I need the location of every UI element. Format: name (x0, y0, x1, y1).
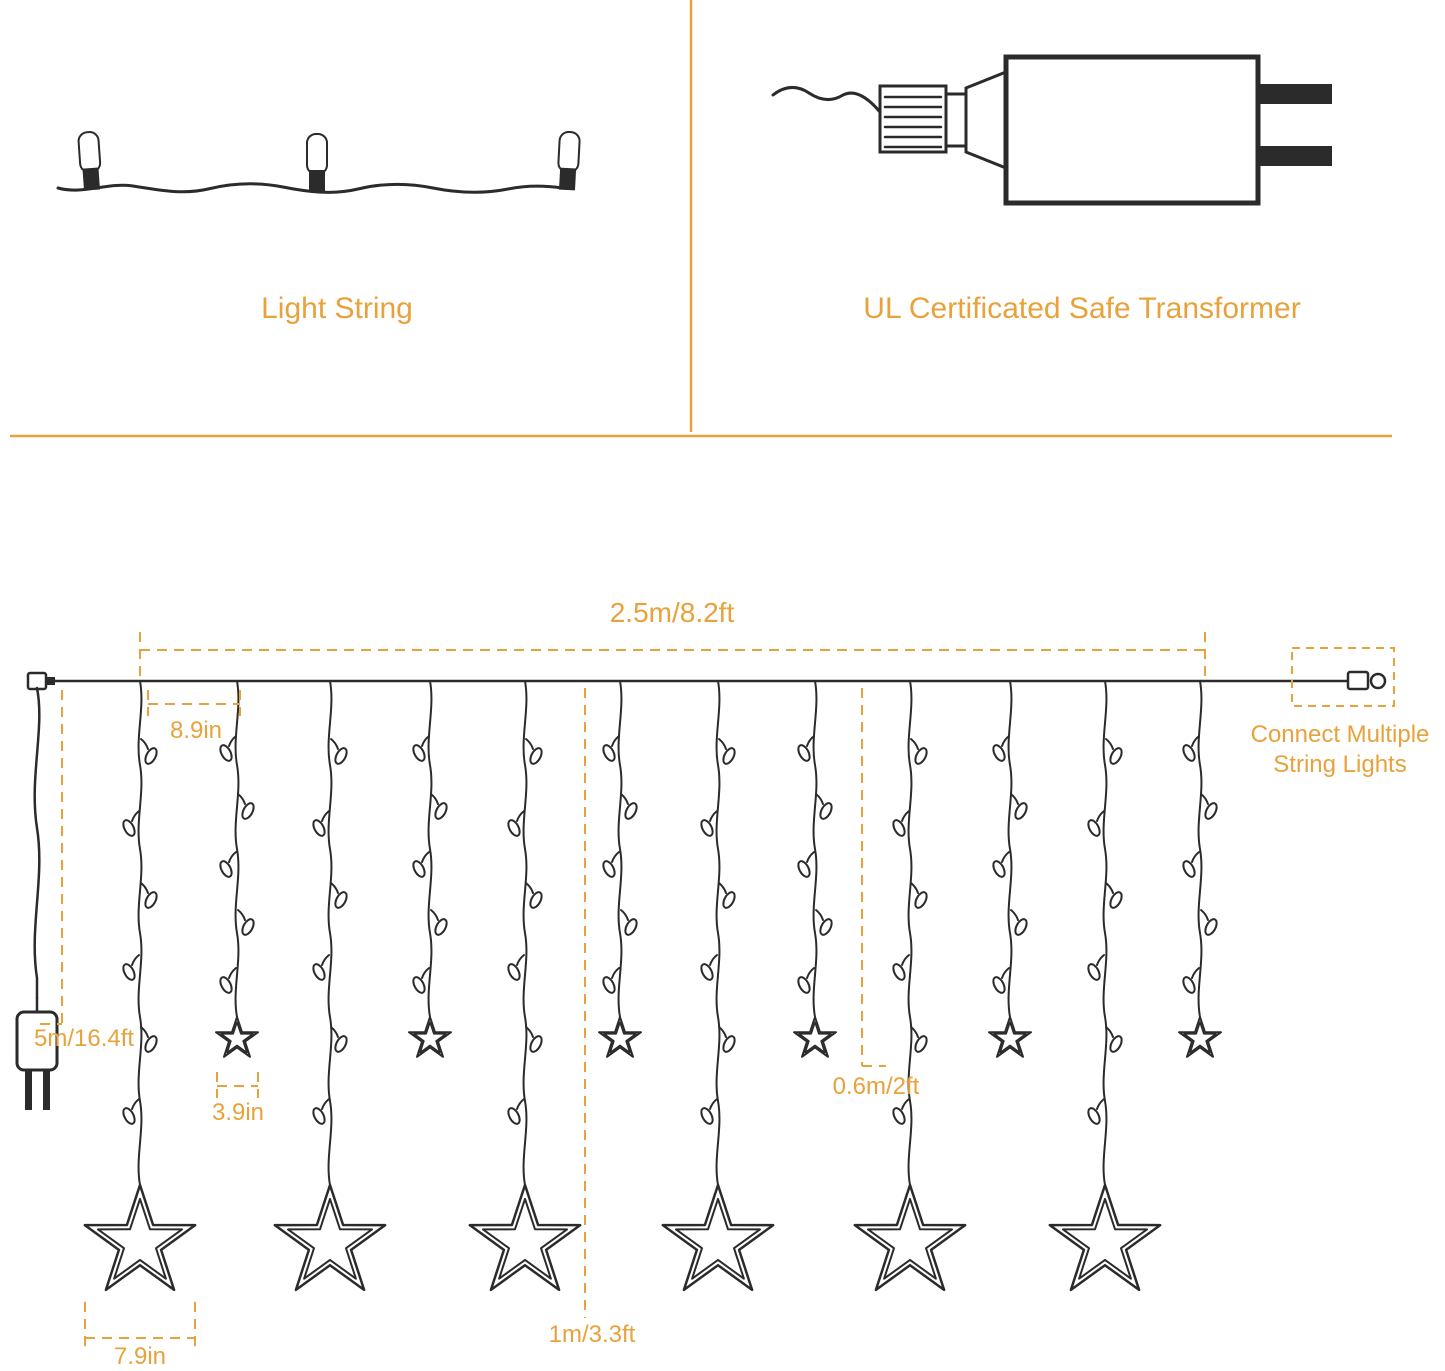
short-drop (1179, 681, 1221, 1057)
small-star-width-dim (216, 1072, 259, 1098)
lead-length-dim (40, 690, 63, 1025)
light-string-caption: Light String (261, 292, 413, 325)
long-drop (275, 681, 385, 1290)
connect-note-line1: Connect Multiple (1251, 721, 1430, 748)
left-connector (26, 671, 55, 691)
small-star-width-label: 3.9in (212, 1099, 264, 1126)
big-star-width-label: 7.9in (114, 1343, 166, 1370)
long-drop (855, 681, 965, 1290)
short-drop (599, 681, 641, 1057)
connect-note-line2: String Lights (1273, 751, 1406, 778)
light-string-sketch (56, 130, 582, 194)
lead-wire-and-plug (15, 686, 59, 1110)
string-bulb (76, 130, 103, 192)
short-drop-length-label: 0.6m/2ft (833, 1073, 920, 1100)
short-drop-dim (861, 688, 886, 1067)
long-drop (1050, 681, 1160, 1290)
power-plug (15, 996, 59, 1110)
total-width-dim-ticks (139, 632, 1206, 678)
transformer-sketch (771, 54, 1332, 206)
transformer-caption: UL Certificated Safe Transformer (863, 292, 1300, 325)
neck (964, 69, 1008, 171)
short-drop (794, 681, 836, 1057)
long-drop-length-label: 1m/3.3ft (549, 1321, 636, 1348)
drop-spacing-label: 8.9in (170, 717, 222, 744)
right-connector (1346, 670, 1387, 691)
transformer-body (1003, 54, 1261, 206)
short-drop (409, 681, 451, 1057)
spacing-dim (147, 690, 241, 716)
coupling (944, 92, 968, 148)
transformer-wire (771, 86, 882, 114)
strain-relief-ribs (883, 95, 943, 149)
short-drop (216, 681, 258, 1057)
big-star-width-dim (84, 1302, 196, 1348)
plug-prong-bottom (1258, 146, 1332, 166)
total-width-label: 2.5m/8.2ft (610, 597, 735, 628)
short-drop (989, 681, 1031, 1057)
connect-highlight-box (1291, 647, 1395, 707)
lead-wire-label: 5m/16.4ft (34, 1025, 134, 1052)
light-drops (85, 681, 1221, 1290)
dimension-lines (40, 632, 1206, 1348)
long-drop (470, 681, 580, 1290)
plug-prong-top (1258, 84, 1332, 104)
lead-wire (33, 686, 41, 1000)
long-drop (85, 681, 195, 1290)
long-drop (663, 681, 773, 1290)
string-bulb (556, 130, 582, 192)
curtain-diagram: 2.5m/8.2ft 8.9in 5m/16.4ft 3.9in 0.6m/2f… (15, 597, 1430, 1370)
string-bulb (306, 133, 328, 193)
